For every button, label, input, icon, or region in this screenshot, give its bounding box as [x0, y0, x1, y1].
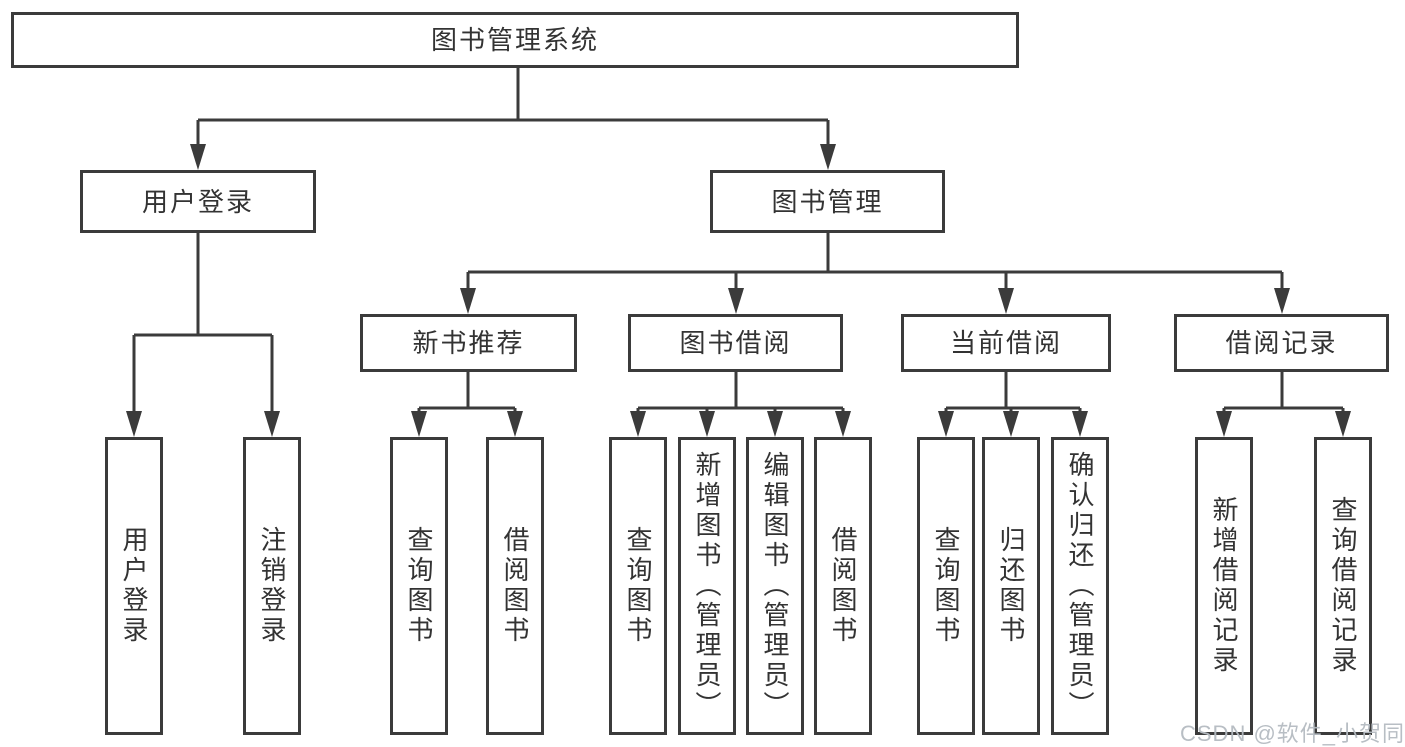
connector-new-book-recommend-to-leaves — [417, 372, 517, 414]
arrow-icon — [728, 288, 744, 314]
node-borrow-records: 借阅记录 — [1174, 314, 1389, 372]
leaf-label: 查询图书 — [931, 526, 961, 646]
leaf-label: 归还图书 — [996, 526, 1026, 646]
leaf-logout: 注销登录 — [243, 437, 301, 735]
arrow-icon — [1335, 411, 1351, 437]
leaf-label: 确认归还（管理员） — [1065, 451, 1095, 721]
leaf-label: 用户登录 — [119, 526, 149, 646]
node-library-management-system: 图书管理系统 — [11, 12, 1019, 68]
arrow-icon — [699, 411, 715, 437]
leaf-query-books-borrow: 查询图书 — [609, 437, 667, 735]
node-label: 新书推荐 — [412, 328, 525, 358]
node-label: 图书管理系统 — [430, 25, 599, 55]
leaf-label: 注销登录 — [257, 526, 287, 646]
arrow-icon — [938, 411, 954, 437]
arrow-icon — [1216, 411, 1232, 437]
node-label: 当前借阅 — [949, 328, 1062, 358]
arrow-icon — [264, 411, 280, 437]
node-label: 借阅记录 — [1225, 328, 1338, 358]
arrow-icon — [507, 411, 523, 437]
arrow-icon — [460, 288, 476, 314]
leaf-confirm-return-admin: 确认归还（管理员） — [1051, 437, 1109, 735]
arrow-icon — [998, 288, 1014, 314]
csdn-watermark: CSDN @软件_小贺同学 — [1180, 721, 1405, 746]
leaf-label: 查询图书 — [404, 526, 434, 646]
connector-user-login-to-leaves — [132, 233, 274, 415]
leaf-label: 编辑图书（管理员） — [760, 451, 790, 721]
node-book-borrow: 图书借阅 — [628, 314, 843, 372]
arrow-icon — [835, 411, 851, 437]
leaf-borrow-books: 借阅图书 — [814, 437, 872, 735]
leaf-label: 查询图书 — [623, 526, 653, 646]
leaf-query-books-current: 查询图书 — [917, 437, 975, 735]
node-label: 用户登录 — [141, 186, 254, 217]
connector-book-management-to-level2 — [466, 233, 1284, 292]
leaf-query-books-recommend: 查询图书 — [390, 437, 448, 735]
node-book-management: 图书管理 — [710, 170, 945, 233]
arrow-icon — [126, 411, 142, 437]
arrow-icon — [630, 411, 646, 437]
leaf-query-borrow-record: 查询借阅记录 — [1314, 437, 1372, 735]
leaf-label: 借阅图书 — [828, 526, 858, 646]
arrow-icon — [767, 411, 783, 437]
leaf-label: 新增图书（管理员） — [692, 451, 722, 721]
leaf-label: 查询借阅记录 — [1328, 496, 1358, 676]
arrow-icon — [1072, 411, 1088, 437]
leaf-add-books-admin: 新增图书（管理员） — [678, 437, 736, 735]
connector-book-borrow-to-leaves — [636, 372, 845, 414]
arrow-icon — [190, 144, 206, 170]
arrow-icon — [411, 411, 427, 437]
node-label: 图书借阅 — [679, 328, 792, 358]
connector-borrow-records-to-leaves — [1222, 372, 1345, 414]
node-new-book-recommend: 新书推荐 — [360, 314, 577, 372]
arrow-icon — [1274, 288, 1290, 314]
leaf-label: 借阅图书 — [500, 526, 530, 646]
node-current-borrow: 当前借阅 — [901, 314, 1111, 372]
leaf-return-books: 归还图书 — [982, 437, 1040, 735]
leaf-user-login: 用户登录 — [105, 437, 163, 735]
connector-root-to-level1 — [196, 68, 830, 148]
node-user-login: 用户登录 — [80, 170, 316, 233]
arrow-icon — [820, 144, 836, 170]
leaf-label: 新增借阅记录 — [1209, 496, 1239, 676]
arrow-icon — [1003, 411, 1019, 437]
node-label: 图书管理 — [771, 186, 884, 217]
leaf-edit-books-admin: 编辑图书（管理员） — [746, 437, 804, 735]
leaf-add-borrow-record: 新增借阅记录 — [1195, 437, 1253, 735]
leaf-borrow-books-recommend: 借阅图书 — [486, 437, 544, 735]
connector-current-borrow-to-leaves — [944, 372, 1082, 414]
